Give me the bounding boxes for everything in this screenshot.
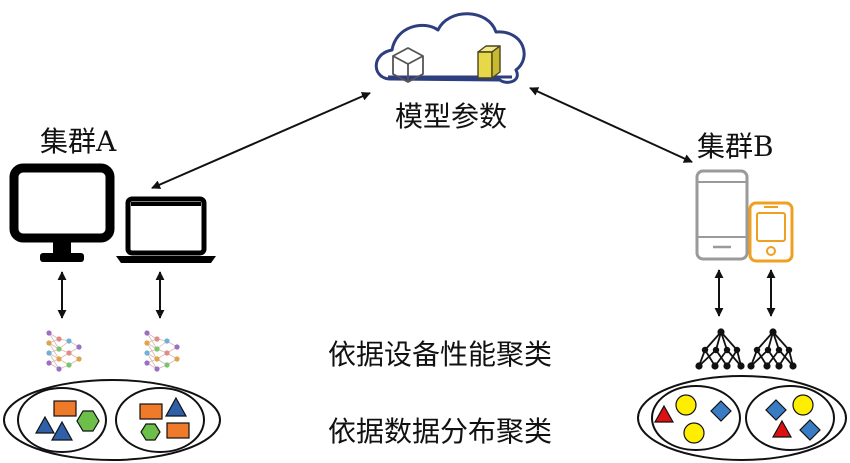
graph-network-icon — [746, 327, 798, 371]
graph-network-icon — [694, 327, 746, 371]
cluster-by-data-label: 依据数据分布聚类 — [328, 415, 552, 448]
arrow-cloud-cluster-a — [151, 92, 371, 189]
phone-gray-icon — [695, 169, 749, 261]
model-params-label: 模型参数 — [395, 100, 507, 133]
cluster-b-left-shapes — [653, 394, 732, 444]
cluster-b-right-shapes — [765, 394, 821, 441]
cube-yellow-icon — [477, 45, 501, 79]
cluster-a-left-shapes — [34, 400, 100, 441]
phone-orange-icon — [748, 201, 794, 263]
cluster-a-data-ellipse — [3, 379, 221, 461]
cluster-a-label: 集群A — [40, 125, 117, 158]
neural-network-icon — [143, 329, 181, 373]
cluster-by-device-label: 依据设备性能聚类 — [328, 338, 552, 371]
cloud-icon — [374, 12, 526, 84]
cluster-b-label: 集群B — [697, 130, 774, 163]
neural-network-icon — [45, 329, 83, 373]
desktop-monitor-icon — [9, 163, 115, 262]
cube-outline-icon — [392, 47, 424, 83]
laptop-icon — [116, 196, 216, 263]
cluster-b-data-ellipse — [637, 375, 847, 461]
arrow-cloud-cluster-b — [529, 87, 693, 163]
cluster-a-right-shapes — [139, 396, 190, 441]
